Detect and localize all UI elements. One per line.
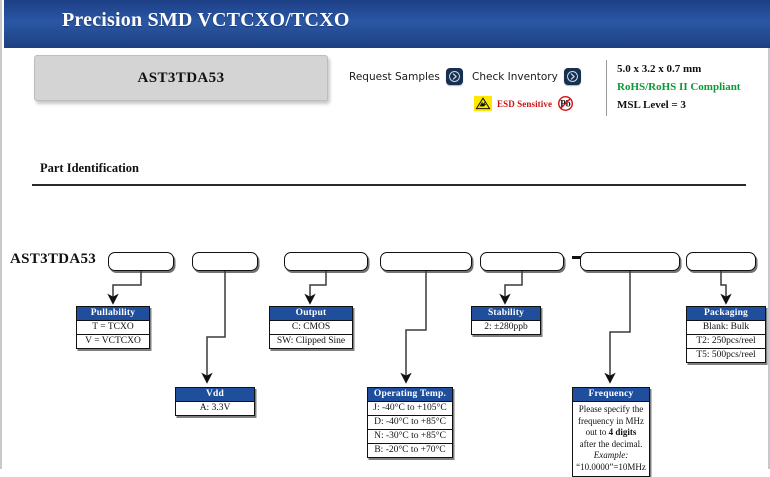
option-row: V = VCTCXO: [85, 336, 141, 346]
spec-msl: MSL Level = 3: [617, 99, 686, 111]
option-table-vdd-header: Vdd: [176, 388, 254, 402]
chevron-right-circle-icon[interactable]: [445, 68, 463, 85]
page-banner: Precision SMD VCTCXO/TCXO: [4, 0, 770, 48]
option-table-pullability-header: Pullability: [77, 307, 149, 321]
section-title: Part Identification: [40, 161, 139, 175]
option-row: T = TCXO: [77, 321, 149, 335]
option-row: SW: Clipped Sine: [276, 336, 346, 346]
esd-sensitive-icon: [474, 96, 492, 111]
part-number-plate: AST3TDA53: [34, 55, 328, 101]
spec-list: 5.0 x 3.2 x 0.7 mm RoHS/RoHS II Complian…: [617, 60, 740, 114]
spec-divider: [606, 60, 607, 116]
request-samples-label: Request Samples: [349, 70, 440, 83]
chevron-right-circle-icon[interactable]: [563, 68, 581, 85]
page-title: Precision SMD VCTCXO/TCXO: [62, 9, 350, 31]
pn-field-packaging[interactable]: [686, 252, 756, 271]
option-table-stability: Stability 2: ±280ppb: [471, 306, 541, 335]
option-row: T5: 500pcs/reel: [696, 350, 756, 360]
check-inventory-label: Check Inventory: [472, 70, 558, 83]
part-number-separator: [572, 256, 581, 259]
freq-line-3-pre: out to: [585, 427, 609, 437]
part-number-plate-label: AST3TDA53: [137, 69, 225, 86]
option-table-packaging-header: Packaging: [687, 307, 765, 321]
option-row: T2: 250pcs/reel: [687, 335, 765, 349]
freq-line-4: after the decimal.: [579, 438, 643, 449]
option-table-output: Output C: CMOS SW: Clipped Sine: [269, 306, 353, 349]
option-row: Blank: Bulk: [687, 321, 765, 335]
option-table-frequency: Frequency Please specify the frequency i…: [572, 387, 650, 477]
option-row: C: CMOS: [270, 321, 352, 335]
option-table-vdd: Vdd A: 3.3V: [175, 387, 255, 416]
option-row: B: -20°C to +70°C: [374, 445, 446, 455]
option-table-pullability: Pullability T = TCXO V = VCTCXO: [76, 306, 150, 349]
freq-line-5: Example:: [593, 450, 629, 460]
spec-rohs: RoHS/RoHS II Compliant: [617, 81, 741, 93]
option-row: A: 3.3V: [199, 403, 231, 413]
option-table-frequency-header: Frequency: [573, 388, 649, 402]
freq-line-2: frequency in MHz: [578, 415, 644, 426]
option-table-operating-temp: Operating Temp. J: -40°C to +105°C D: -4…: [367, 387, 453, 458]
option-row: 2: ±280ppb: [484, 322, 528, 332]
option-table-frequency-body: Please specify the frequency in MHz out …: [573, 402, 649, 476]
pn-field-vdd[interactable]: [192, 252, 258, 271]
compliance-badges: ESD Sensitive Pb: [474, 95, 574, 112]
option-table-output-header: Output: [270, 307, 352, 321]
check-inventory-action[interactable]: Check Inventory: [472, 68, 581, 85]
option-table-packaging: Packaging Blank: Bulk T2: 250pcs/reel T5…: [686, 306, 766, 363]
pn-field-operating-temp[interactable]: [380, 252, 472, 271]
pn-field-pullability[interactable]: [108, 252, 174, 271]
section-divider: [32, 184, 746, 186]
pn-field-output[interactable]: [284, 252, 368, 271]
spec-dimensions: 5.0 x 3.2 x 0.7 mm: [617, 63, 702, 75]
pn-field-stability[interactable]: [480, 252, 564, 271]
part-number-base: AST3TDA53: [10, 251, 97, 267]
pn-field-frequency[interactable]: [580, 252, 680, 271]
freq-line-3-bold: 4 digits: [608, 427, 637, 437]
freq-line-6: “10.0000”=10MHz: [576, 461, 646, 472]
option-table-operating-temp-header: Operating Temp.: [368, 388, 452, 402]
option-row: J: -40°C to +105°C: [368, 402, 452, 416]
esd-sensitive-label: ESD Sensitive: [497, 98, 553, 109]
request-samples-action[interactable]: Request Samples: [349, 68, 463, 85]
option-table-stability-header: Stability: [472, 307, 540, 321]
lead-free-icon: Pb: [557, 95, 574, 112]
freq-line-1: Please specify the: [578, 404, 644, 414]
option-row: N: -30°C to +85°C: [368, 430, 452, 444]
option-row: D: -40°C to +85°C: [368, 416, 452, 430]
